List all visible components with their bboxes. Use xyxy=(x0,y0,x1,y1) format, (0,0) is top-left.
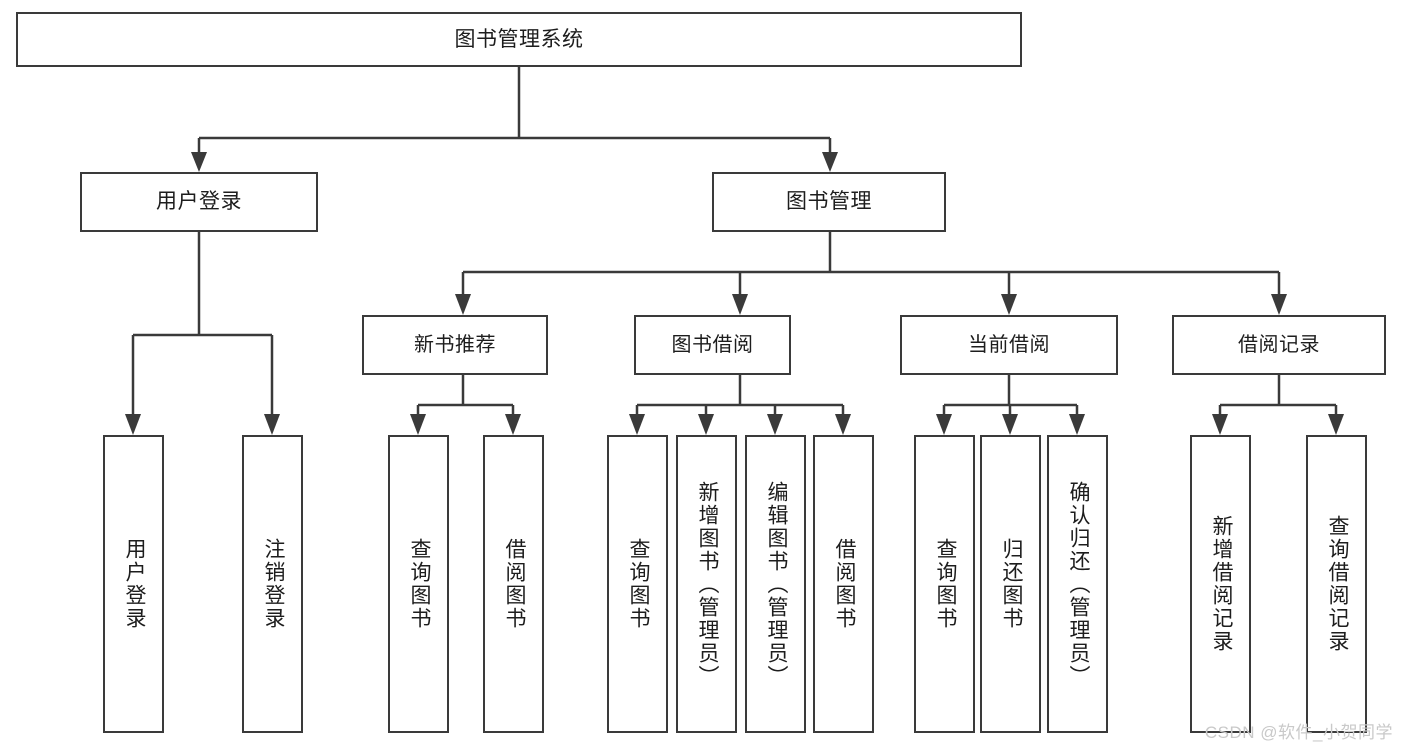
arrowhead-leaf-query-book-1 xyxy=(410,414,426,435)
node-root[interactable]: 图书管理系统 xyxy=(16,12,1022,67)
node-book-manage[interactable]: 图书管理 xyxy=(712,172,946,232)
arrowhead-leaf-query-book-2 xyxy=(629,414,645,435)
arrowhead-leaf-borrow-book-1 xyxy=(505,414,521,435)
arrowhead-leaf-user-login xyxy=(125,414,141,435)
arrowhead-borrow-record xyxy=(1271,294,1287,315)
node-leaf-add-record-label: 新增借阅记录 xyxy=(1209,515,1233,653)
node-current-borrow[interactable]: 当前借阅 xyxy=(900,315,1118,375)
node-current-borrow-label: 当前借阅 xyxy=(968,334,1050,356)
node-leaf-query-book-2[interactable]: 查询图书 xyxy=(607,435,668,733)
node-leaf-return-book[interactable]: 归还图书 xyxy=(980,435,1041,733)
node-leaf-query-book-1[interactable]: 查询图书 xyxy=(388,435,449,733)
node-user-login[interactable]: 用户登录 xyxy=(80,172,318,232)
node-leaf-query-record-label: 查询借阅记录 xyxy=(1325,515,1349,653)
arrowhead-leaf-add-book xyxy=(698,414,714,435)
node-leaf-query-record[interactable]: 查询借阅记录 xyxy=(1306,435,1367,733)
node-leaf-confirm-return-label: 确认归还（管理员） xyxy=(1066,480,1090,688)
node-leaf-add-book-label: 新增图书（管理员） xyxy=(695,480,719,688)
arrowhead-leaf-add-record xyxy=(1212,414,1228,435)
node-book-borrow-label: 图书借阅 xyxy=(671,334,754,356)
node-leaf-user-login[interactable]: 用户登录 xyxy=(103,435,164,733)
node-leaf-confirm-return[interactable]: 确认归还（管理员） xyxy=(1047,435,1108,733)
arrowhead-book-manage xyxy=(822,152,838,172)
node-new-book-recommend[interactable]: 新书推荐 xyxy=(362,315,548,375)
node-leaf-query-book-2-label: 查询图书 xyxy=(626,538,650,630)
arrowhead-leaf-edit-book xyxy=(767,414,783,435)
arrowhead-current-borrow xyxy=(1001,294,1017,315)
node-leaf-borrow-book-2[interactable]: 借阅图书 xyxy=(813,435,874,733)
arrowhead-leaf-query-record xyxy=(1328,414,1344,435)
node-leaf-add-record[interactable]: 新增借阅记录 xyxy=(1190,435,1251,733)
node-leaf-borrow-book-2-label: 借阅图书 xyxy=(832,538,856,630)
arrowhead-new-book-recommend xyxy=(455,294,471,315)
node-leaf-add-book[interactable]: 新增图书（管理员） xyxy=(676,435,737,733)
arrowhead-leaf-confirm-return xyxy=(1069,414,1085,435)
node-leaf-query-book-1-label: 查询图书 xyxy=(407,538,431,630)
arrowhead-user-login xyxy=(191,152,207,172)
node-leaf-return-book-label: 归还图书 xyxy=(999,538,1023,630)
node-leaf-borrow-book-1-label: 借阅图书 xyxy=(502,538,526,630)
arrowhead-leaf-borrow-book-2 xyxy=(835,414,851,435)
arrowhead-leaf-logout-login xyxy=(264,414,280,435)
arrowhead-leaf-return-book xyxy=(1002,414,1018,435)
node-borrow-record-label: 借阅记录 xyxy=(1238,334,1320,356)
node-leaf-logout-login-label: 注销登录 xyxy=(261,538,285,630)
node-root-label: 图书管理系统 xyxy=(454,27,584,51)
node-new-book-recommend-label: 新书推荐 xyxy=(414,334,496,356)
node-leaf-edit-book[interactable]: 编辑图书（管理员） xyxy=(745,435,806,733)
node-leaf-query-book-3[interactable]: 查询图书 xyxy=(914,435,975,733)
arrowhead-book-borrow xyxy=(732,294,748,315)
node-leaf-query-book-3-label: 查询图书 xyxy=(933,538,957,630)
node-user-login-label: 用户登录 xyxy=(156,190,242,214)
node-leaf-user-login-label: 用户登录 xyxy=(122,538,146,630)
node-book-manage-label: 图书管理 xyxy=(786,190,872,214)
node-leaf-edit-book-label: 编辑图书（管理员） xyxy=(764,480,788,688)
arrowhead-leaf-query-book-3 xyxy=(936,414,952,435)
node-leaf-borrow-book-1[interactable]: 借阅图书 xyxy=(483,435,544,733)
node-book-borrow[interactable]: 图书借阅 xyxy=(634,315,791,375)
node-leaf-logout-login[interactable]: 注销登录 xyxy=(242,435,303,733)
csdn-watermark: CSDN @软件_小贺同学 xyxy=(1204,723,1393,742)
node-borrow-record[interactable]: 借阅记录 xyxy=(1172,315,1386,375)
